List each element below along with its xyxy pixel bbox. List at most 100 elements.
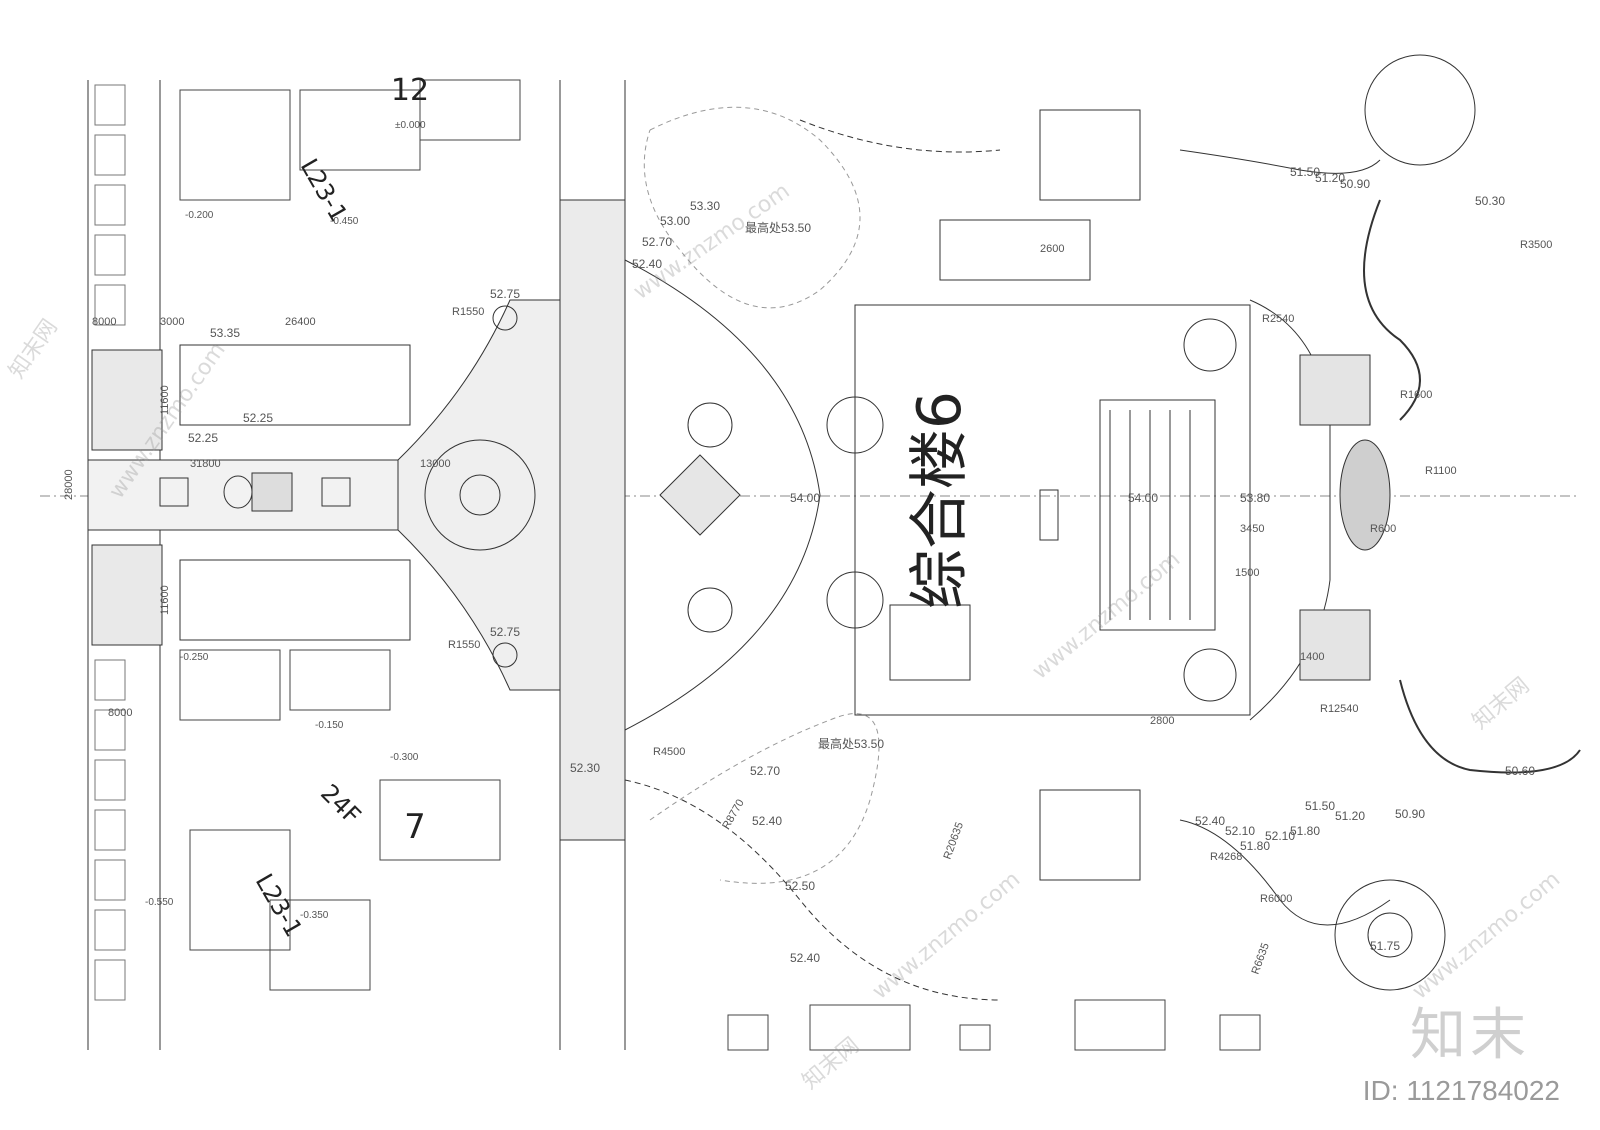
- dimension-label: 26400: [285, 316, 316, 328]
- fan-plaza: [397, 299, 561, 691]
- dimension-label: 11600: [159, 585, 171, 615]
- dimension-label: 2800: [1150, 715, 1174, 727]
- radius-label: R20635: [942, 821, 966, 861]
- axial-walkway: [87, 459, 399, 531]
- radius-label: R4268: [1210, 851, 1242, 863]
- planter-row: [179, 559, 411, 641]
- dimension-label: 28000: [63, 469, 75, 500]
- floor-level-label: -0.150: [315, 720, 344, 731]
- radius-label: R1550: [452, 306, 484, 318]
- villa-fragments: [727, 999, 1261, 1051]
- radius-label: R1550: [448, 639, 480, 651]
- rose-roundabout-center: [1367, 912, 1413, 958]
- curved-path: [1179, 819, 1391, 926]
- elevation-label: 52.40: [632, 257, 662, 271]
- elevation-label: 50.90: [1340, 177, 1370, 191]
- radius-label: R600: [1370, 523, 1396, 535]
- curved-path: [799, 119, 1001, 153]
- watermark-site-text: www.znzmo.com: [868, 867, 1025, 1005]
- rosette-center: [459, 474, 501, 516]
- elevation-label: 51.50: [1290, 165, 1320, 179]
- floor-level-label: -0.550: [145, 897, 174, 908]
- dimension-label: 3000: [160, 316, 184, 328]
- elevation-label: 53.30: [690, 199, 720, 213]
- radius-label: R8770: [720, 797, 747, 831]
- tower-bay: [1183, 648, 1237, 702]
- garden-terrace: [1299, 354, 1371, 426]
- crosshatch-boulevard: [559, 199, 626, 841]
- elevation-label: 53.00: [660, 214, 690, 228]
- room-block: [889, 604, 971, 681]
- top-roundabout: [1364, 54, 1476, 166]
- building-outline: [854, 304, 1251, 716]
- pavilion: [1039, 109, 1141, 201]
- elevation-label: 52.40: [790, 951, 820, 965]
- left-paving-strip: [94, 84, 126, 1001]
- elevation-label: 52.70: [750, 764, 780, 778]
- floor-level-label: -0.250: [180, 652, 209, 663]
- elevation-label: 52.25: [243, 411, 273, 425]
- garden-terrace: [1299, 609, 1371, 681]
- elevation-label: 53.80: [1240, 491, 1270, 505]
- dimension-label: 8000: [92, 316, 116, 328]
- floor-count-label: 24F: [315, 779, 366, 830]
- dimension-label: 8000: [108, 707, 132, 719]
- garden-arc: [1249, 299, 1331, 721]
- pond-edge: [1399, 679, 1581, 774]
- radius-label: R6635: [1250, 941, 1272, 976]
- floor-level-label: ±0.000: [395, 120, 426, 131]
- curved-path: [624, 779, 1001, 1001]
- watermark-site-text: www.znzmo.com: [1408, 867, 1565, 1005]
- elevation-label: 53.35: [210, 326, 240, 340]
- radius-label: R1600: [1400, 389, 1432, 401]
- floor-level-label: -0.300: [390, 752, 419, 763]
- planter-row: [179, 344, 411, 426]
- paving-tile: [321, 477, 351, 507]
- dimension-label: 31800: [190, 458, 221, 470]
- radius-label: R2540: [1262, 313, 1294, 325]
- pavilion: [1039, 789, 1141, 881]
- radius-label: R4500: [653, 746, 685, 758]
- elevation-label: 50.30: [1475, 194, 1505, 208]
- elevation-label: 51.20: [1315, 171, 1345, 185]
- watermark-site-text: www.znzmo.com: [1028, 547, 1185, 685]
- curved-path: [1179, 149, 1381, 174]
- leaf-motif-paving: [659, 454, 741, 536]
- rosette-paving: [424, 439, 536, 551]
- building-title: 综合楼6: [905, 391, 975, 609]
- elevation-label: 50.90: [1395, 807, 1425, 821]
- fountain-ring: [223, 475, 253, 509]
- dimension-label: 1500: [1235, 567, 1259, 579]
- entry-arc: [624, 259, 821, 731]
- elevation-label: 51.75: [1370, 939, 1400, 953]
- tower-bay: [1183, 318, 1237, 372]
- elevation-label: 52.70: [642, 235, 672, 249]
- unit-type-label: L23-1: [250, 869, 308, 942]
- swimming-pool: [1099, 399, 1216, 631]
- elevator-core: [1039, 489, 1059, 541]
- watermark-brand-mark: 知末网: [4, 315, 62, 383]
- planting-bed: [91, 349, 163, 451]
- elevation-label: 51.80: [1240, 839, 1270, 853]
- elevation-label: 52.10: [1225, 824, 1255, 838]
- elevation-label: 51.20: [1335, 809, 1365, 823]
- elevation-label: 52.40: [1195, 814, 1225, 828]
- radius-label: R12540: [1320, 703, 1359, 715]
- paving-tile: [251, 472, 293, 512]
- elevation-label: 52.10: [1265, 829, 1295, 843]
- floor-level-label: -0.350: [300, 910, 329, 921]
- dimension-label: 13000: [420, 458, 451, 470]
- building-number-label: 12: [391, 73, 429, 108]
- elevation-label: 51.50: [1305, 799, 1335, 813]
- watermark-image-id: ID: 1121784022: [1362, 1075, 1560, 1106]
- tree-pit: [492, 305, 518, 331]
- radius-label: R6000: [1260, 893, 1292, 905]
- tree-pit: [492, 642, 518, 668]
- dimension-label: 11600: [159, 385, 171, 415]
- highest-point-label: 最高处53.50: [745, 220, 811, 235]
- radius-label: R1100: [1425, 465, 1457, 477]
- tower-bay: [826, 571, 884, 629]
- dimension-label: 1400: [1300, 651, 1324, 663]
- dimension-label: 3450: [1240, 523, 1264, 535]
